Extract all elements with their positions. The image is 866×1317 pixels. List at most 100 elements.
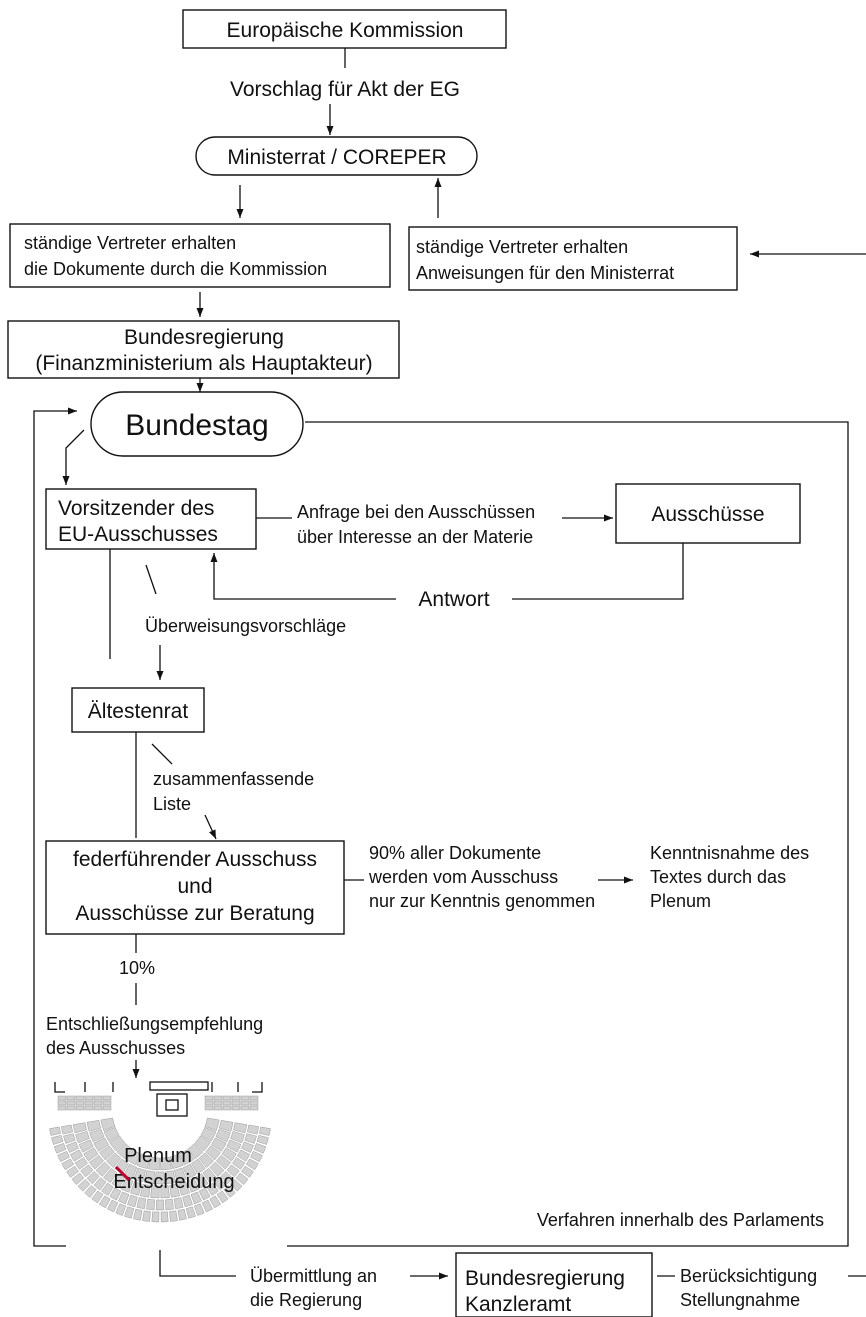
plenum-seat bbox=[250, 1150, 263, 1163]
plenum-seat bbox=[61, 1124, 73, 1135]
plenum-seat bbox=[57, 1105, 67, 1111]
plenum-seat bbox=[187, 1143, 204, 1160]
plenum-seat bbox=[169, 1153, 184, 1169]
plenum-seat bbox=[240, 1095, 250, 1101]
plenum-seat bbox=[136, 1197, 147, 1210]
plenum-to-uebermittlung bbox=[159, 1250, 236, 1277]
dokumente-line3: nur zur Kenntnis genommen bbox=[369, 891, 595, 911]
plenum-seat bbox=[173, 1197, 184, 1210]
plenum-seat bbox=[249, 1105, 259, 1111]
plenum-seat bbox=[57, 1150, 70, 1163]
plenum-seat bbox=[204, 1095, 214, 1101]
parliament-frame bbox=[287, 421, 849, 1247]
plenum-seat bbox=[191, 1158, 206, 1175]
plenum-seat bbox=[241, 1141, 254, 1153]
plenum-seat bbox=[177, 1208, 187, 1221]
plenum-seat bbox=[222, 1095, 232, 1101]
plenum-seat bbox=[102, 1105, 112, 1111]
plenum-seat bbox=[86, 1120, 102, 1132]
plenum-seat bbox=[182, 1163, 197, 1179]
kanzleramt-line1: Bundesregierung bbox=[465, 1267, 625, 1290]
anfrage-line1: Anfrage bei den Ausschüssen bbox=[297, 502, 535, 522]
plenum-seat bbox=[133, 1167, 146, 1183]
plenum-seat bbox=[253, 1143, 267, 1154]
plenum-seat bbox=[178, 1181, 190, 1196]
uebermittlung-line2: die Regierung bbox=[250, 1290, 362, 1310]
plenum-seat bbox=[240, 1100, 250, 1106]
ueberweisung-slash bbox=[145, 564, 157, 595]
federfuehrend-box bbox=[45, 840, 345, 935]
plenum-seat bbox=[231, 1095, 241, 1101]
plenum-seat bbox=[83, 1147, 99, 1162]
plenum-seat bbox=[169, 1183, 180, 1198]
plenum-seat bbox=[144, 1170, 156, 1185]
dokumente-line2: werden vom Ausschuss bbox=[368, 867, 558, 887]
plenum-seat bbox=[115, 1203, 127, 1216]
plenum-seat bbox=[63, 1133, 76, 1144]
plenum-seat bbox=[89, 1128, 105, 1143]
uebermittlung-line1: Übermittlung an bbox=[250, 1266, 377, 1286]
federfuehrend-line2: und bbox=[177, 875, 212, 898]
vertreter-dokumente-line1: ständige Vertreter erhalten bbox=[24, 233, 236, 253]
plenum-seat bbox=[160, 1211, 169, 1223]
plenum-seat bbox=[206, 1182, 219, 1196]
vorsitzender-line1: Vorsitzender des bbox=[58, 497, 214, 520]
plenum-seat bbox=[185, 1206, 196, 1219]
vertreter-anweisungen-line1: ständige Vertreter erhalten bbox=[416, 237, 628, 257]
plenum-seat bbox=[222, 1105, 232, 1111]
plenum-seat bbox=[241, 1165, 254, 1178]
plenum-seat bbox=[259, 1126, 271, 1136]
plenum-seat bbox=[93, 1105, 103, 1111]
plenum-seat bbox=[160, 1156, 172, 1171]
anfrage-line2: über Interesse an der Materie bbox=[297, 527, 533, 547]
plenum-seat bbox=[124, 1206, 135, 1219]
plenum-seat bbox=[154, 1171, 166, 1185]
plenum-seat bbox=[218, 1120, 234, 1132]
plenum-seat bbox=[99, 1145, 115, 1161]
dokumente-line1: 90% aller Dokumente bbox=[369, 843, 541, 863]
bundestag-label: Bundestag bbox=[125, 409, 268, 442]
plenum-seat bbox=[205, 1145, 221, 1161]
kanzleramt-box bbox=[455, 1252, 653, 1317]
empfehlung-line1: Entschließungsempfehlung bbox=[46, 1014, 263, 1034]
plenum-seat bbox=[216, 1190, 229, 1204]
plenum-seat bbox=[249, 1100, 259, 1106]
plenum-seat bbox=[93, 1100, 103, 1106]
plenum-seat bbox=[220, 1171, 234, 1185]
plenum-seat bbox=[193, 1203, 205, 1216]
plenum-seat bbox=[213, 1100, 223, 1106]
liste-slash bbox=[151, 743, 173, 765]
kenntnis-line2: Textes durch das bbox=[650, 867, 786, 887]
plenum-seat bbox=[235, 1172, 249, 1185]
plenum-seat bbox=[231, 1100, 241, 1106]
plenum-seat bbox=[66, 1105, 76, 1111]
plenum-seat bbox=[213, 1095, 223, 1101]
plenum-seat bbox=[109, 1135, 126, 1152]
kanzleramt-line2: Kanzleramt bbox=[465, 1293, 571, 1316]
plenum-seat bbox=[136, 1153, 151, 1169]
plenum-seat bbox=[75, 1100, 85, 1106]
plenum-seat bbox=[84, 1100, 94, 1106]
plenum-seat bbox=[93, 1095, 103, 1101]
plenum-seat bbox=[93, 1137, 109, 1152]
plenum-seat bbox=[222, 1100, 232, 1106]
plenum-seat bbox=[140, 1183, 151, 1198]
plenum-seat bbox=[49, 1126, 61, 1136]
kommission-box bbox=[182, 9, 507, 49]
plenum-seat bbox=[150, 1185, 160, 1199]
plenum-seat bbox=[84, 1105, 94, 1111]
plenum-seat bbox=[232, 1157, 246, 1170]
plenum-seat bbox=[130, 1181, 142, 1196]
plenum-seat bbox=[133, 1208, 143, 1221]
speaker-highlight bbox=[114, 1165, 131, 1182]
bundestag-box bbox=[90, 391, 304, 457]
plenum-seat bbox=[164, 1170, 176, 1185]
plenum-seat bbox=[127, 1194, 138, 1208]
plenum-seat bbox=[78, 1139, 94, 1153]
plenum-seat bbox=[160, 1185, 170, 1199]
arrow-bundestag-vorsitzender bbox=[62, 429, 85, 485]
plenum-seat bbox=[213, 1105, 223, 1111]
plenum-seat bbox=[155, 1199, 165, 1211]
plenum-seat bbox=[198, 1187, 211, 1201]
plenum-seat bbox=[51, 1134, 64, 1145]
